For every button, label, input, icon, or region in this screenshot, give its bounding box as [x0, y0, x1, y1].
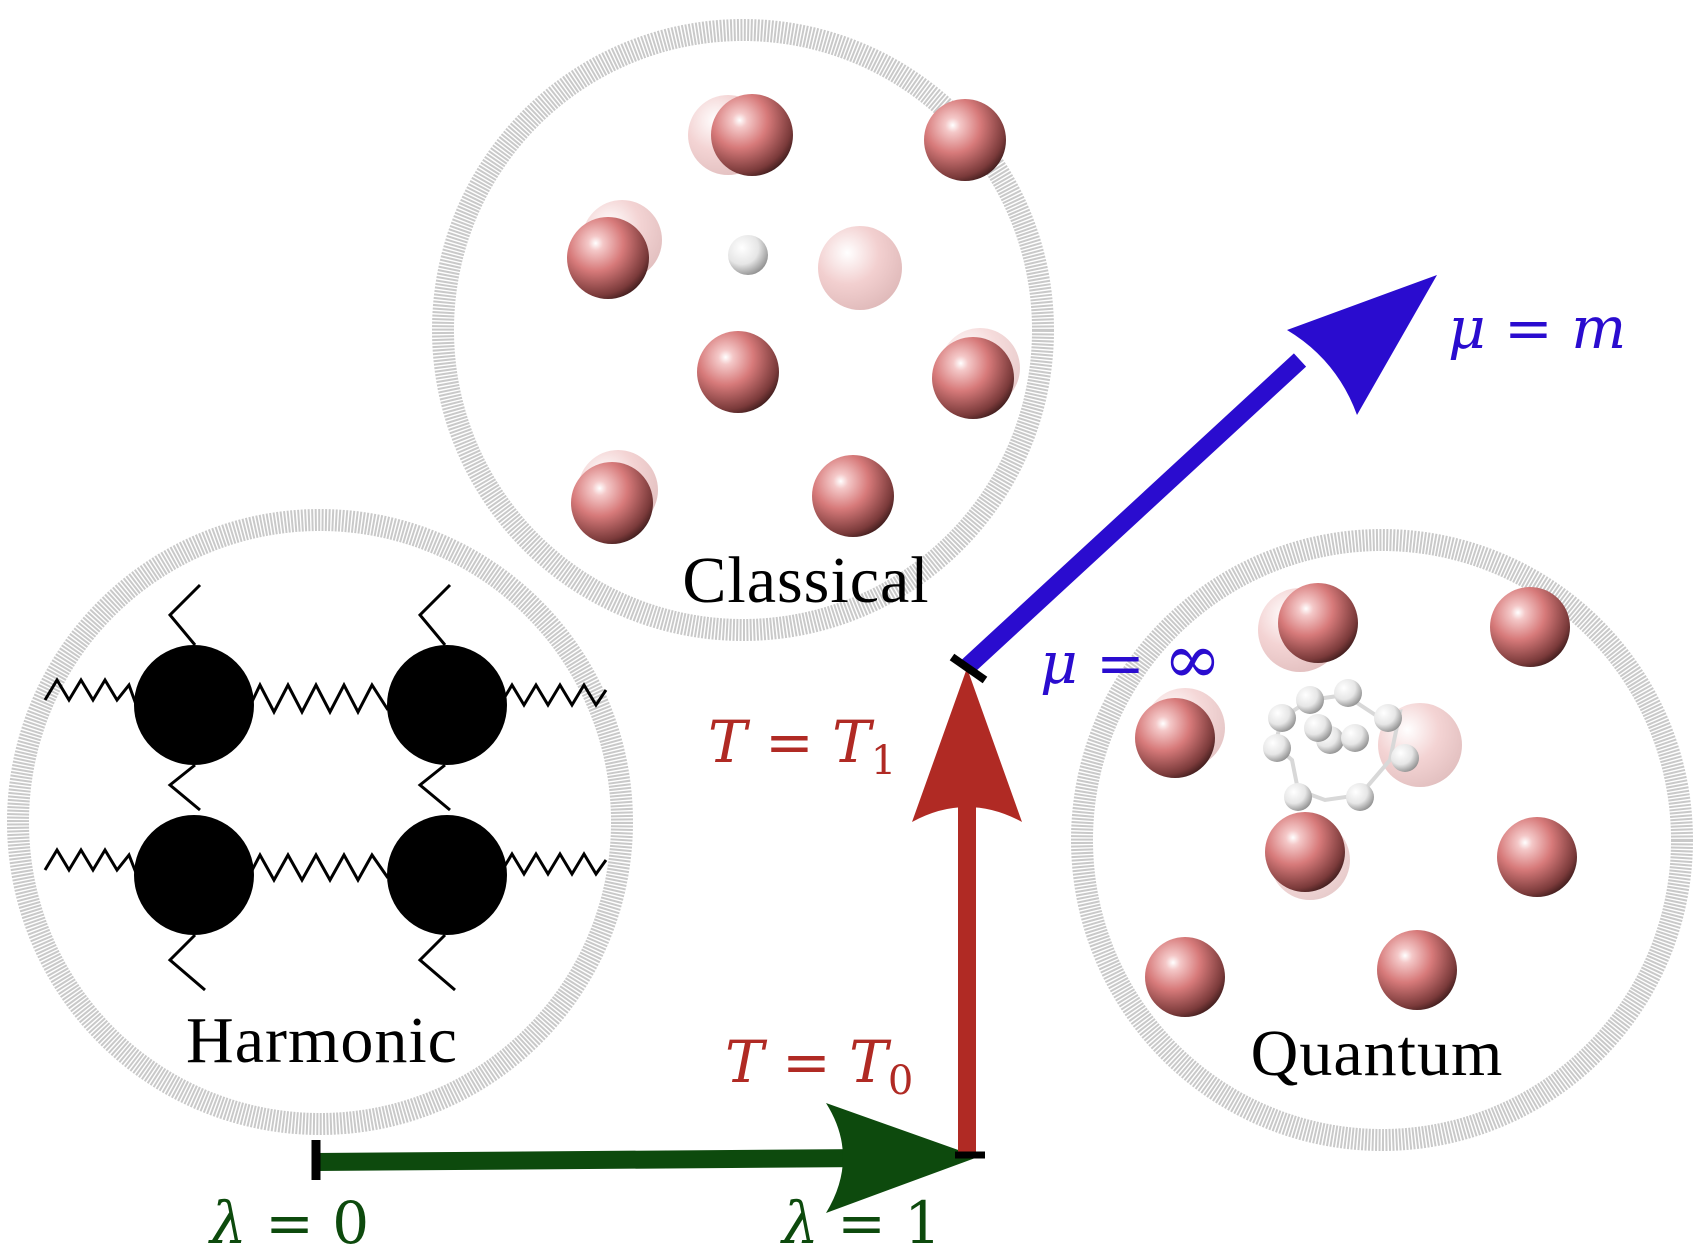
classical-title: Classical: [682, 544, 929, 617]
atom: [571, 462, 653, 544]
ring-polymer: [1263, 679, 1419, 811]
hydrogen-bead: [1334, 679, 1362, 707]
atom: [567, 217, 649, 299]
atom: [1497, 817, 1577, 897]
classical-ring: [432, 19, 1054, 641]
hydrogen-bead: [1346, 783, 1374, 811]
harmonic-springs: [43, 583, 608, 992]
spring: [498, 682, 608, 708]
quantum-title: Quantum: [1251, 1017, 1504, 1090]
hydrogen-bead: [1391, 744, 1419, 772]
spring: [246, 681, 390, 716]
spring: [43, 847, 140, 879]
temperature-t0-label: T = T0: [725, 1028, 913, 1104]
mu-mass-label: μ = m: [1448, 294, 1626, 362]
atom: [1278, 583, 1358, 663]
hydrogen-bead: [1268, 704, 1296, 732]
harmonic-panel: Harmonic: [7, 509, 633, 1135]
hydrogen-bead: [1374, 704, 1402, 732]
temperature-arrow: [912, 668, 1022, 1159]
atom: [697, 331, 779, 413]
lambda-one-label: λ = 1: [780, 1189, 941, 1256]
hydrogen-bead: [1284, 783, 1312, 811]
atom: [1490, 587, 1570, 667]
temperature-t1-label: T = T1: [708, 708, 896, 784]
atom: [932, 337, 1014, 419]
atom: [924, 99, 1006, 181]
spring: [417, 933, 456, 992]
quantum-panel: Quantum: [1071, 529, 1693, 1151]
hydrogen-bead: [1263, 734, 1291, 762]
harmonic-title: Harmonic: [186, 1004, 458, 1077]
atom: [1145, 937, 1225, 1017]
spring: [498, 851, 608, 877]
atom-ghost: [818, 226, 902, 310]
spring: [167, 763, 201, 812]
mu-infinity-label: μ = ∞: [1040, 618, 1222, 700]
mass-start-tick: [949, 653, 988, 684]
bead: [134, 645, 254, 765]
quantum-ring: [1071, 529, 1693, 1151]
bead: [387, 645, 507, 765]
atom: [1265, 812, 1345, 892]
spring: [167, 933, 206, 992]
classical-panel: Classical: [432, 19, 1054, 641]
hydrogen-bead: [1341, 724, 1369, 752]
spring: [246, 851, 390, 884]
atom: [812, 455, 894, 537]
mass-arrow: [949, 275, 1437, 684]
spring: [43, 677, 140, 711]
bead: [134, 815, 254, 935]
spring: [417, 583, 452, 646]
spring: [167, 583, 202, 646]
hydrogen-bead: [1304, 714, 1332, 742]
harmonic-ring: [7, 509, 633, 1135]
hydrogen-bead: [1296, 686, 1324, 714]
hydrogen-atom: [728, 235, 768, 275]
atom: [1377, 930, 1457, 1010]
harmonic-beads: [134, 645, 507, 935]
lambda-zero-label: λ = 0: [208, 1189, 369, 1256]
atom: [1135, 698, 1215, 778]
spring: [417, 763, 451, 812]
bead: [387, 815, 507, 935]
classical-atoms: [567, 94, 1020, 544]
atom: [711, 94, 793, 176]
